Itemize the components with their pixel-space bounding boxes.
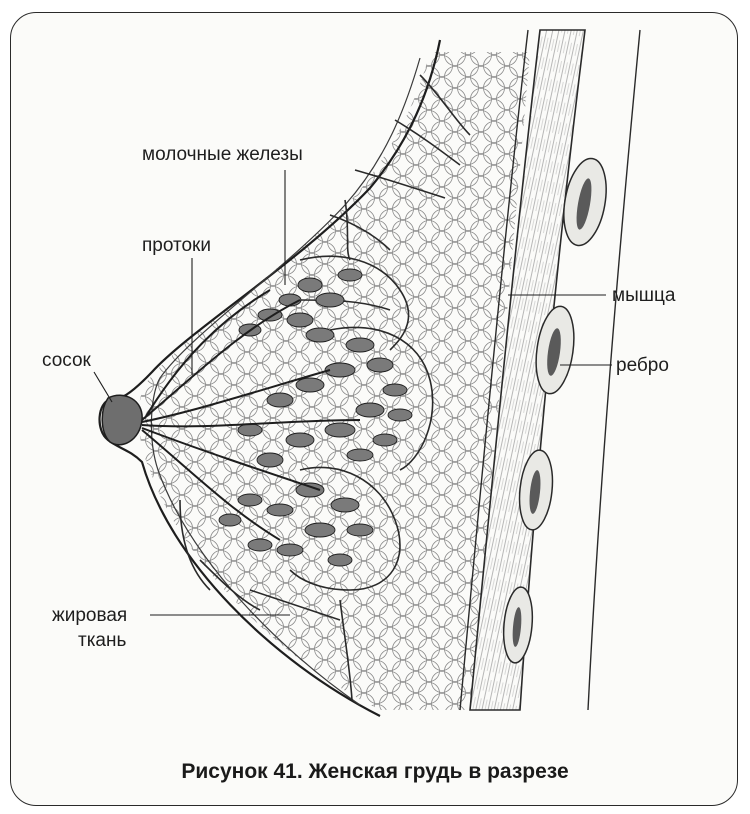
label-fat-tissue-line1: жировая (52, 605, 127, 627)
label-mammary-glands: молочные железы (142, 144, 303, 166)
label-ducts: протоки (142, 235, 211, 257)
label-nipple: сосок (42, 350, 91, 372)
label-rib: ребро (616, 355, 669, 377)
label-muscle: мышца (612, 285, 675, 307)
nipple (102, 395, 142, 445)
label-fat-tissue-line2: ткань (78, 630, 126, 652)
figure-caption: Рисунок 41. Женская грудь в разрезе (0, 760, 750, 784)
